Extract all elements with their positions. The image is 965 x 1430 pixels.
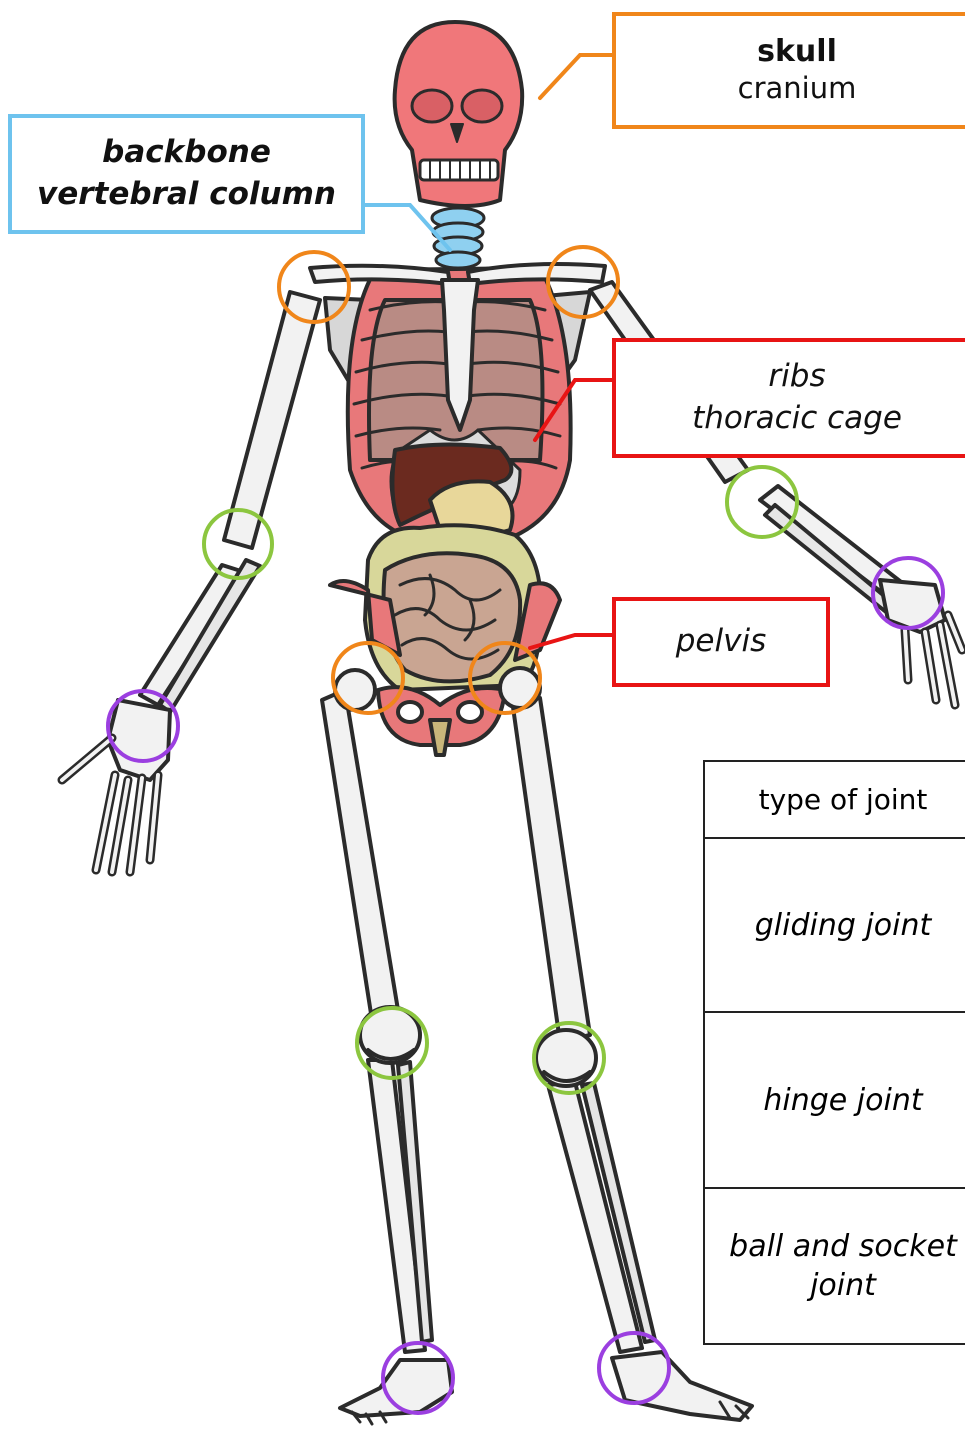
foot-right	[612, 1352, 752, 1420]
backbone-label-line1: backbone	[102, 132, 271, 174]
pelvis-label: pelvis	[612, 597, 830, 687]
joint-table-row-ball-socket: ball and socket joint	[705, 1189, 965, 1343]
ribs-label-line1: ribs	[768, 356, 825, 398]
ribs-label-line2: thoracic cage	[692, 398, 902, 440]
ribs-label: ribs thoracic cage	[612, 338, 965, 458]
skull-label-subtitle: cranium	[738, 70, 857, 106]
hand-right	[880, 580, 962, 705]
skull-label-title: skull	[757, 34, 837, 70]
joint-type-table: type of joint gliding joint hinge joint …	[703, 760, 965, 1345]
hand-left	[62, 700, 170, 872]
skull	[395, 22, 523, 206]
femur-right	[512, 698, 590, 1042]
joint-table-row-gliding: gliding joint	[705, 839, 965, 1013]
skull-label: skull cranium	[612, 12, 965, 129]
backbone-label-line2: vertebral column	[37, 174, 336, 216]
small-intestine	[384, 553, 521, 681]
forearm-left	[140, 560, 260, 712]
joint-table-row-hinge: hinge joint	[705, 1013, 965, 1189]
foot-left	[340, 1360, 452, 1424]
tibia-left	[368, 1060, 432, 1352]
joint-table-header: type of joint	[705, 762, 965, 839]
tibia-right	[548, 1082, 655, 1352]
knee-right	[536, 1030, 596, 1086]
pelvis-label-text: pelvis	[676, 621, 766, 663]
femur-left	[322, 690, 398, 1020]
backbone-label: backbone vertebral column	[8, 114, 365, 234]
skull-leader	[540, 55, 612, 98]
